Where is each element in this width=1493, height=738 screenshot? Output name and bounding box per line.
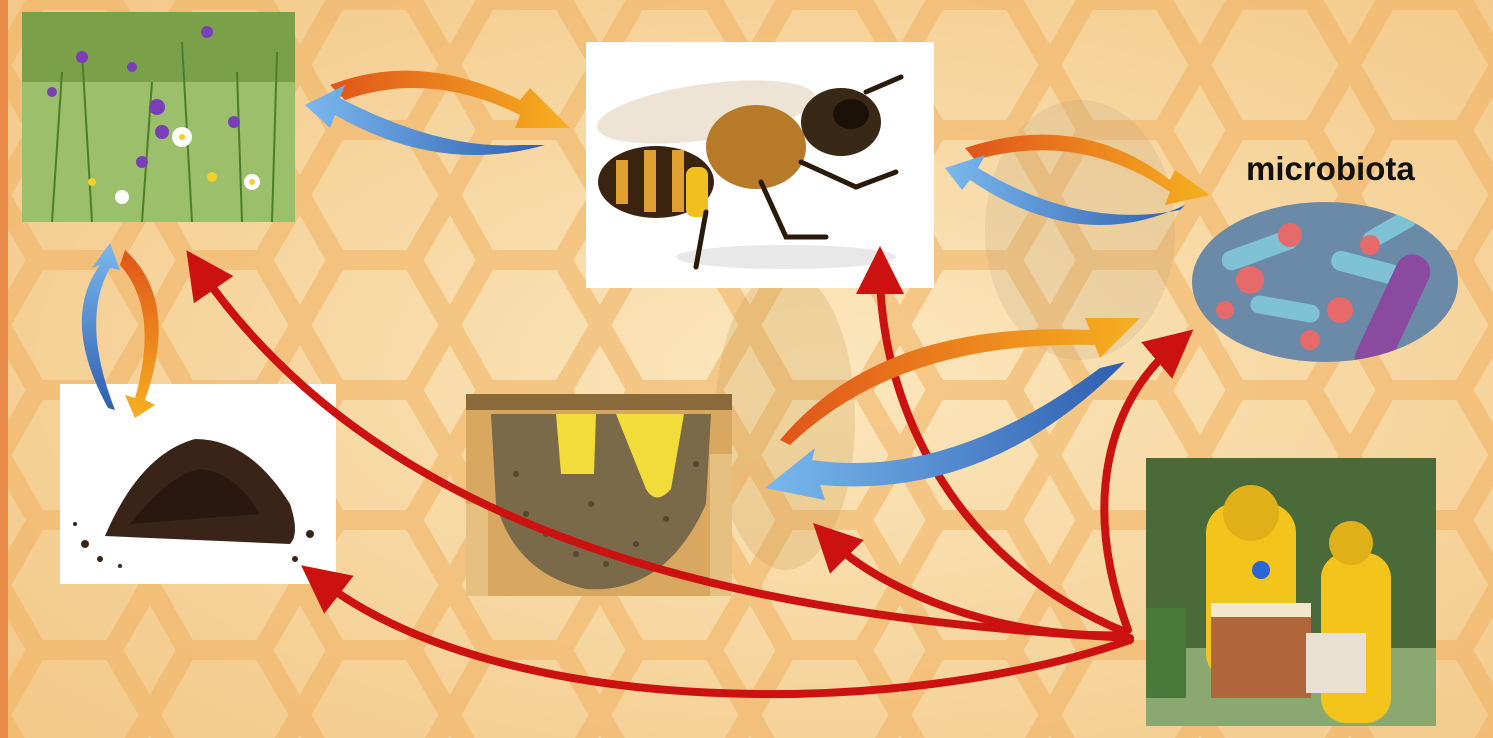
bacteria-microscopy-photo — [1190, 200, 1460, 365]
left-edge-strip — [0, 0, 8, 738]
honeybee-photo — [586, 42, 934, 288]
microbiota-label: microbiota — [1246, 150, 1415, 188]
soil-pile-photo — [60, 384, 336, 584]
wildflower-meadow-photo — [22, 12, 295, 222]
beekeepers-photo — [1146, 458, 1436, 726]
beehive-comb-photo — [466, 394, 732, 596]
